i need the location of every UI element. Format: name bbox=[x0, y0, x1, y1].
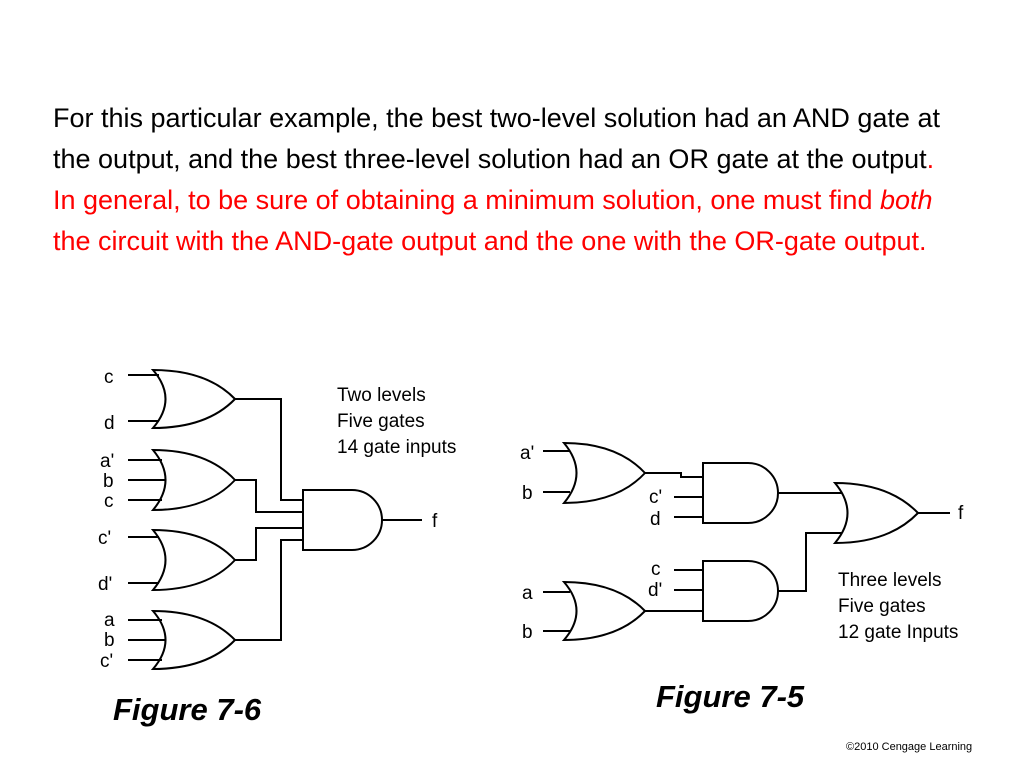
or-gate-3 bbox=[150, 528, 237, 592]
left-input-label-5: c bbox=[104, 491, 114, 512]
right-input-label-8: b bbox=[522, 622, 533, 643]
figure-caption-right: Figure 7-5 bbox=[656, 679, 805, 714]
or-gate-4 bbox=[150, 609, 237, 671]
right-output-label: f bbox=[958, 503, 964, 524]
left-input-label-2: d bbox=[104, 413, 115, 434]
right-note-3: 12 gate Inputs bbox=[838, 622, 958, 643]
copyright-notice: ©2010 Cengage Learning bbox=[846, 741, 973, 753]
paragraph-red-text-1: . In general, to be sure of obtaining a … bbox=[53, 144, 935, 215]
right-input-label-1: a' bbox=[520, 443, 534, 464]
right-input-label-6: d' bbox=[648, 580, 662, 601]
left-output-label: f bbox=[432, 511, 438, 532]
right-note-2: Five gates bbox=[838, 596, 926, 617]
left-input-label-7: d' bbox=[98, 574, 112, 595]
paragraph-red-emphasis: both bbox=[879, 185, 933, 215]
figure-right-circuit: a' b c' d c d' a b f Three levels Five g… bbox=[520, 441, 964, 643]
left-input-label-1: c bbox=[104, 367, 114, 388]
right-note-1: Three levels bbox=[838, 570, 942, 591]
right-input-label-7: a bbox=[522, 583, 533, 604]
left-note-1: Two levels bbox=[337, 385, 426, 406]
figure-left-circuit: c d a' b c c' d' a b c' f Two levels Fiv… bbox=[98, 367, 456, 672]
left-input-label-10: c' bbox=[100, 651, 113, 672]
paragraph-black-text: For this particular example, the best tw… bbox=[53, 103, 940, 174]
left-note-2: Five gates bbox=[337, 411, 425, 432]
right-input-label-4: d bbox=[650, 509, 661, 530]
and-gate-left bbox=[302, 489, 383, 551]
right-input-label-3: c' bbox=[649, 487, 662, 508]
left-input-wires bbox=[128, 374, 165, 661]
left-input-label-6: c' bbox=[98, 528, 111, 549]
or-gate-1 bbox=[150, 368, 237, 430]
paragraph: For this particular example, the best tw… bbox=[53, 98, 953, 262]
paragraph-red-text-2: the circuit with the AND-gate output and… bbox=[53, 226, 927, 256]
and-gate-right-2 bbox=[702, 560, 779, 622]
left-input-label-8: a bbox=[104, 610, 115, 631]
left-note-3: 14 gate inputs bbox=[337, 437, 456, 458]
left-internal-wires bbox=[235, 398, 422, 641]
right-internal-wires bbox=[645, 472, 950, 612]
right-input-label-2: b bbox=[522, 483, 533, 504]
right-input-label-5: c bbox=[651, 559, 661, 580]
or-gate-2 bbox=[150, 448, 237, 512]
or-gate-right-1 bbox=[561, 441, 647, 505]
or-gate-right-2 bbox=[561, 580, 647, 642]
right-input-wires bbox=[543, 450, 703, 632]
left-input-label-9: b bbox=[104, 630, 115, 651]
left-input-label-4: b bbox=[103, 471, 114, 492]
figure-caption-left: Figure 7-6 bbox=[113, 692, 262, 727]
or-gate-output bbox=[832, 481, 920, 545]
and-gate-right-1 bbox=[702, 462, 779, 524]
left-input-label-3: a' bbox=[100, 451, 114, 472]
